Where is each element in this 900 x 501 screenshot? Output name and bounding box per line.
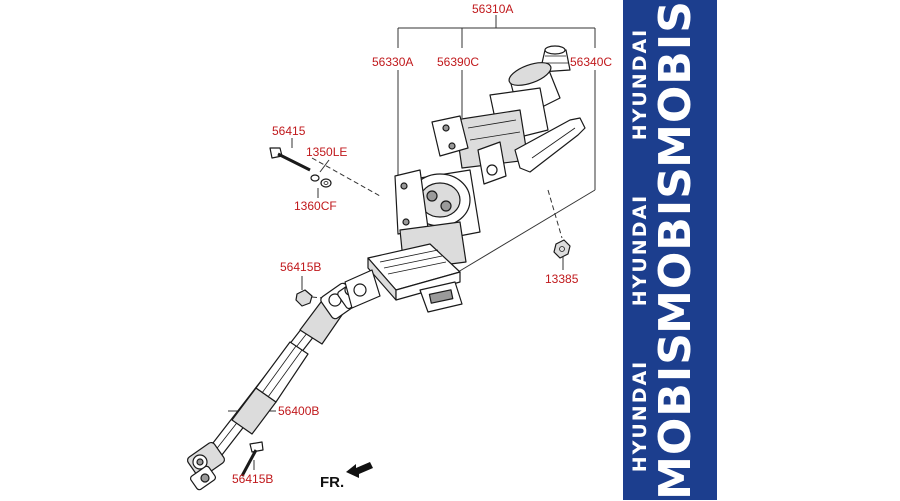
part-label-56415[interactable]: 56415 (272, 124, 306, 138)
nut-13385-icon (553, 239, 571, 259)
part-label-56330a[interactable]: 56330A (372, 55, 413, 69)
part-label-56310a[interactable]: 56310A (472, 2, 513, 16)
fr-label: FR. (320, 474, 344, 491)
part-label-56340c[interactable]: 56340C (570, 55, 612, 69)
bolt-56415b-bottom-icon (240, 441, 264, 477)
part-labels: 56310A 56330A 56390C 56340C 56415 1350LE… (232, 2, 612, 486)
watermark-brand-top: HYUNDAI (629, 193, 651, 307)
part-label-56390c[interactable]: 56390C (437, 55, 479, 69)
front-arrow-icon (346, 462, 373, 478)
part-label-1350le[interactable]: 1350LE (306, 145, 347, 159)
front-direction-indicator: FR. (320, 462, 373, 491)
washer-1360cf-icon (310, 174, 320, 182)
watermark-logo: HYUNDAI MOBIS (623, 332, 717, 500)
washer-1350le-icon (320, 178, 332, 188)
nut-56415b-top-icon (295, 289, 313, 307)
watermark-brand-top: HYUNDAI (629, 27, 651, 141)
hardware (240, 147, 571, 477)
watermark-brand-main: MOBIS (650, 166, 701, 334)
watermark-logo: HYUNDAI MOBIS (623, 166, 717, 334)
watermark-brand-main: MOBIS (650, 332, 701, 500)
part-label-1360cf[interactable]: 1360CF (294, 199, 337, 213)
part-label-13385[interactable]: 13385 (545, 272, 579, 286)
watermark-brand-top: HYUNDAI (629, 359, 651, 473)
watermark-logo: HYUNDAI MOBIS (623, 0, 717, 168)
steering-column-body (344, 45, 586, 313)
intermediate-shaft (186, 278, 369, 491)
leader-lines (228, 15, 596, 470)
hyundai-mobis-watermark: HYUNDAI MOBIS HYUNDAI MOBIS HYUNDAI MOBI… (623, 0, 717, 500)
part-label-56415b-bottom[interactable]: 56415B (232, 472, 273, 486)
watermark-brand-main: MOBIS (650, 0, 701, 168)
part-label-56415b-top[interactable]: 56415B (280, 260, 321, 274)
part-label-56400b[interactable]: 56400B (278, 404, 319, 418)
bolt-56415-icon (269, 147, 311, 172)
